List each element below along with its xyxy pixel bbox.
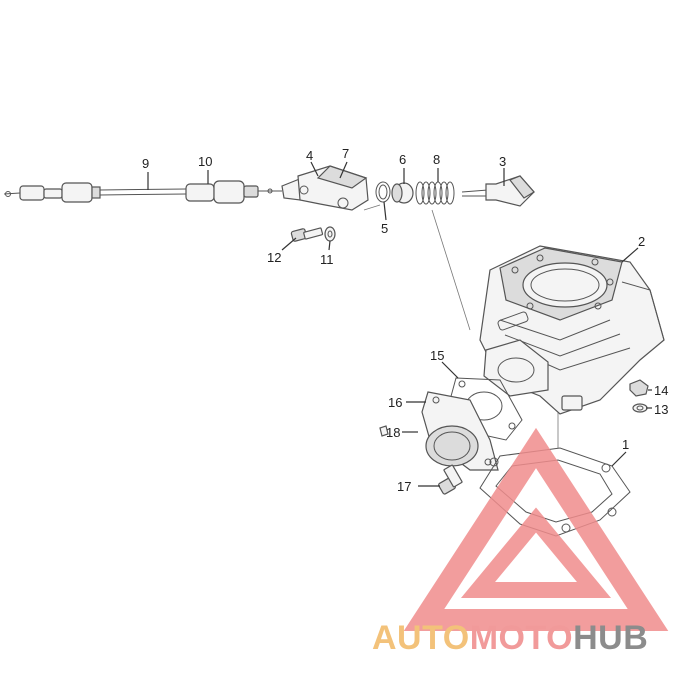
part-labels: 9 10 4 7 6 8 3 5 12 11 2 15 16 18 17 1 1… <box>142 146 668 494</box>
nut-and-washer <box>629 379 649 413</box>
watermark-triangle-inner <box>460 507 612 598</box>
label-part-17: 17 <box>397 479 411 494</box>
watermark-triangle-outer <box>403 427 669 631</box>
label-part-15: 15 <box>430 348 444 363</box>
label-part-7: 7 <box>342 146 349 161</box>
flange-bolt <box>438 464 463 495</box>
label-part-11: 11 <box>320 252 334 267</box>
control-cable-assembly <box>3 180 282 204</box>
label-part-12: 12 <box>267 250 281 265</box>
label-part-16: 16 <box>388 395 402 410</box>
label-part-18: 18 <box>386 425 400 440</box>
label-part-14: 14 <box>654 383 668 398</box>
cylinder <box>479 245 665 415</box>
label-part-5: 5 <box>381 221 388 236</box>
automotohub-watermark: AUTOMOTOHUB <box>372 427 669 657</box>
valve-components <box>375 175 535 207</box>
label-part-10: 10 <box>198 154 212 169</box>
leader-lines <box>147 161 652 487</box>
valve-housing <box>281 165 369 211</box>
label-part-4: 4 <box>306 148 313 163</box>
watermark-text-auto: AUTO <box>372 619 470 657</box>
pin <box>379 425 389 437</box>
watermark-text: AUTOMOTOHUB <box>372 619 648 657</box>
label-part-6: 6 <box>399 152 406 167</box>
label-part-2: 2 <box>638 234 645 249</box>
watermark-text-hub: HUB <box>573 619 648 657</box>
label-part-1: 1 <box>622 437 629 452</box>
label-part-3: 3 <box>499 154 506 169</box>
watermark-text-moto: MOTO <box>470 619 573 657</box>
label-part-9: 9 <box>142 156 149 171</box>
bolt-and-washer <box>290 226 336 242</box>
label-part-13: 13 <box>654 402 668 417</box>
label-part-8: 8 <box>433 152 440 167</box>
exhaust-flange <box>421 391 499 471</box>
